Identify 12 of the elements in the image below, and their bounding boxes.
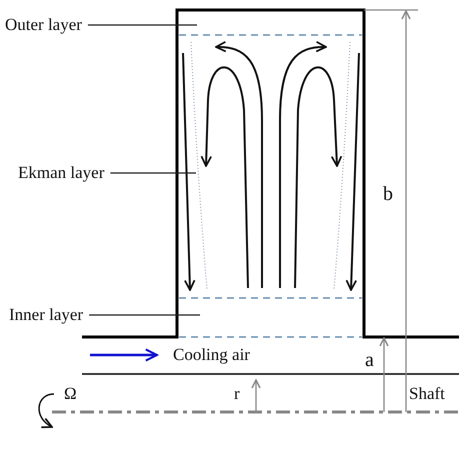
- leader-line: [110, 172, 196, 174]
- dimension-label: r: [234, 384, 240, 404]
- shaft-label: Shaft: [409, 384, 445, 404]
- layer-label: Ekman layer: [18, 163, 104, 183]
- leader-line: [88, 24, 197, 26]
- dimension-label: b: [383, 184, 393, 204]
- layer-label: Inner layer: [9, 305, 84, 325]
- rotation-label: Ω: [64, 384, 77, 404]
- leader-line: [89, 314, 200, 316]
- flow-label: Cooling air: [173, 345, 250, 365]
- dimension-label: a: [365, 350, 374, 370]
- layer-label: Outer layer: [5, 15, 82, 35]
